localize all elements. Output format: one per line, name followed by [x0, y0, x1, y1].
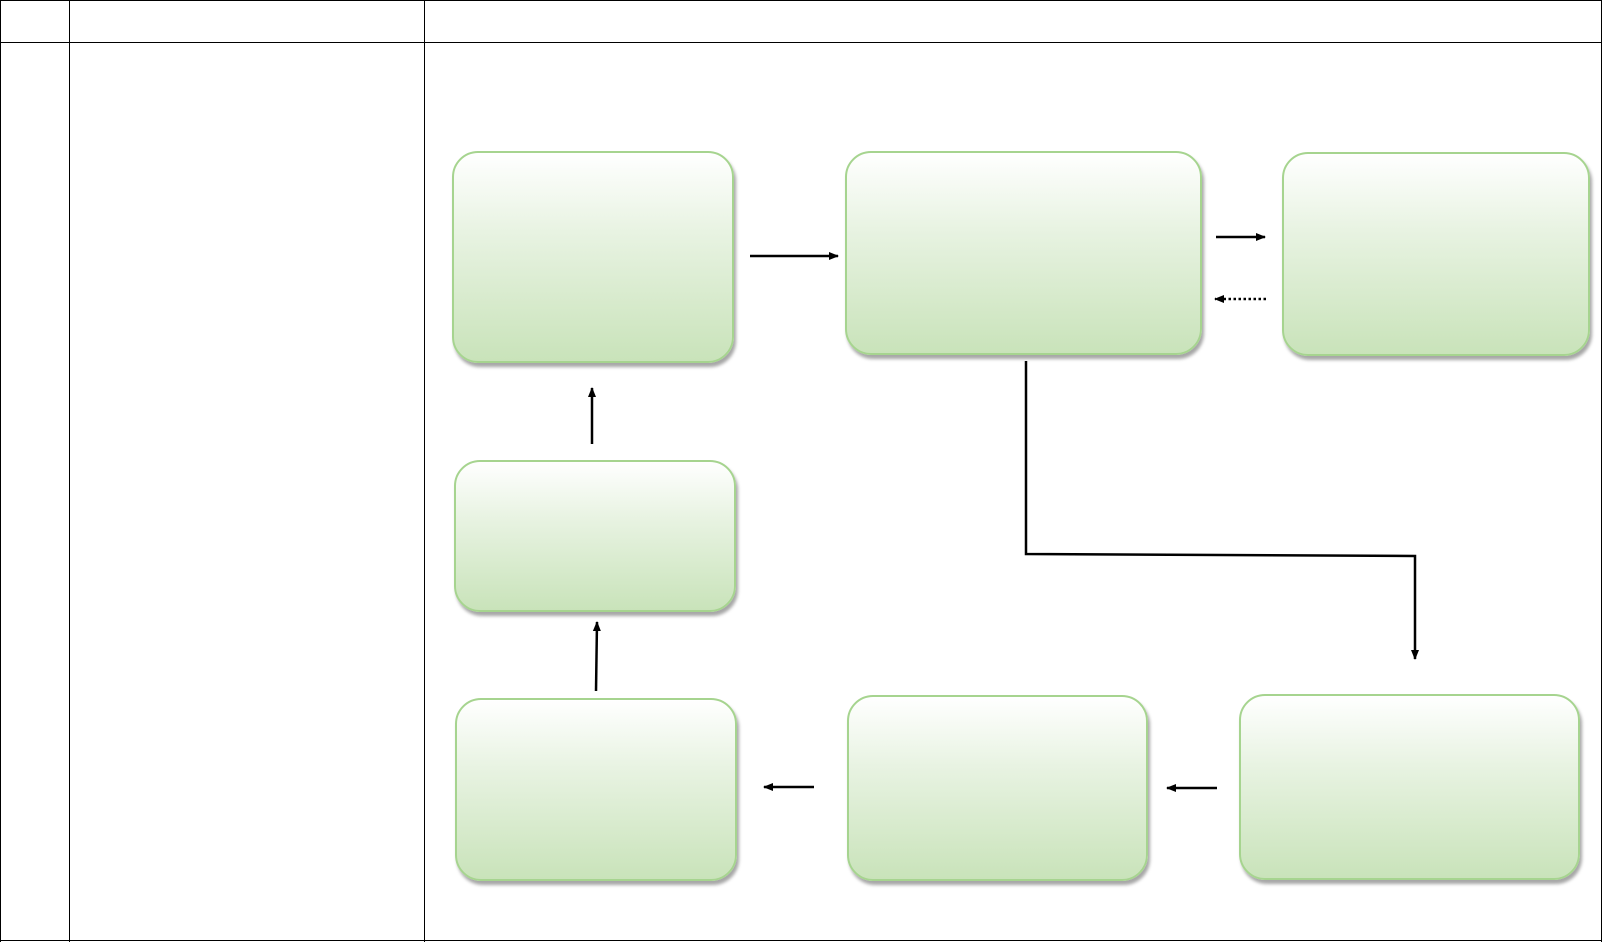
header-cell-2 [70, 1, 424, 42]
row-1-cell-2 [70, 43, 424, 940]
table-top-border [0, 0, 1602, 1]
header-cell-1 [1, 1, 69, 42]
arrow-bottomleft-to-middleleft [592, 621, 601, 692]
table-left-border [0, 0, 1, 942]
flow-box-bottom-left [455, 698, 737, 881]
flow-box-middle-left [454, 460, 736, 612]
header-cell-3 [425, 1, 1601, 42]
flow-box-bottom-center [847, 695, 1148, 881]
flow-box-top-right [1282, 152, 1590, 356]
flow-box-bottom-right [1239, 694, 1580, 880]
table-col-divider-1 [69, 0, 70, 942]
flow-box-top-center [845, 151, 1202, 355]
row-1-cell-1 [1, 43, 69, 940]
arrow-topcenter-to-bottomright [1024, 361, 1419, 660]
table-bottom-border [0, 940, 1602, 941]
table-header-divider [0, 42, 1602, 43]
flow-box-top-left [452, 151, 734, 363]
table-col-divider-2 [424, 0, 425, 942]
